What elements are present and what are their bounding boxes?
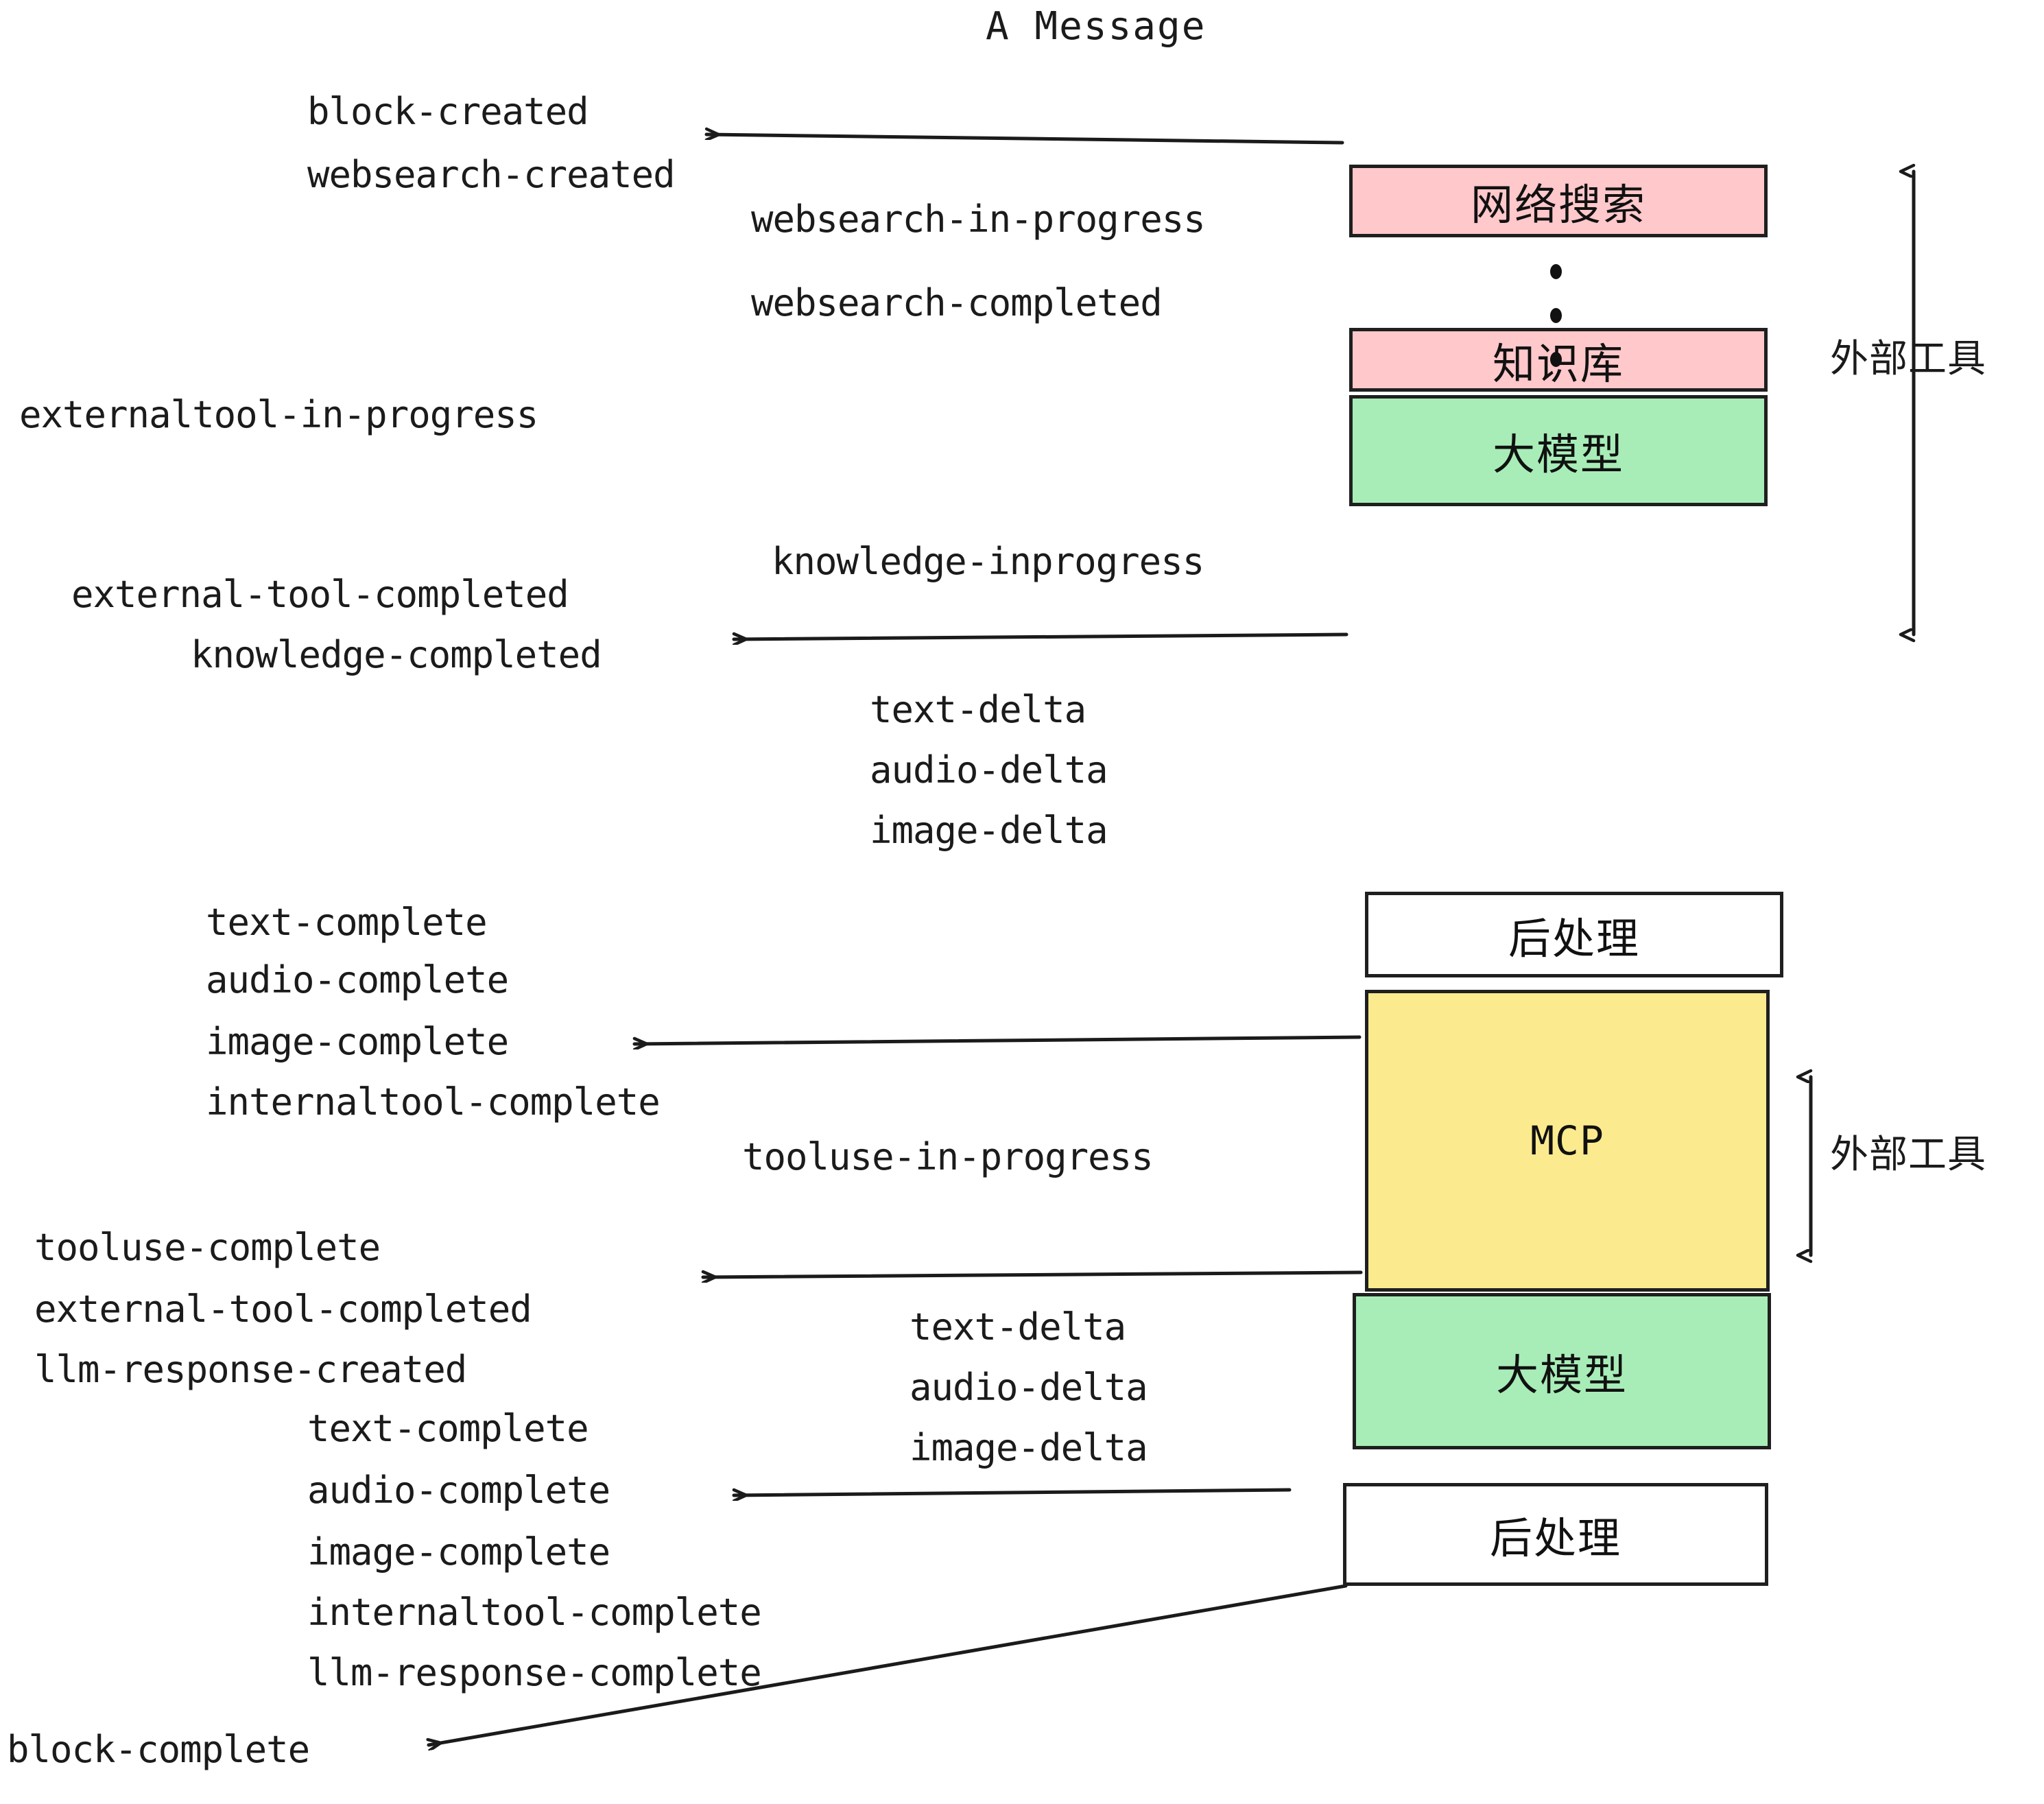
event-image-delta-2: image-delta (910, 1426, 1148, 1469)
external-tools-label-bottom: 外部工具 (1830, 1132, 1986, 1177)
node-knowledge-base[interactable]: 知识库 (1349, 328, 1768, 392)
event-knowledge-inprogress: knowledge-inprogress (772, 540, 1204, 583)
page-title: A Message (986, 4, 1207, 49)
event-external-tool-completed-2: external-tool-completed (34, 1287, 532, 1331)
event-text-delta-1: text-delta (870, 688, 1086, 731)
arrow-mcp-to-tooluse-complete (701, 1272, 1363, 1277)
event-image-complete-1: image-complete (206, 1020, 509, 1063)
event-audio-delta-1: audio-delta (870, 748, 1108, 792)
node-postprocess-second[interactable]: 后处理 (1343, 1483, 1768, 1586)
event-llm-response-complete: llm-response-complete (307, 1651, 762, 1694)
event-tooluse-complete: tooluse-complete (34, 1226, 381, 1269)
event-text-complete-2: text-complete (307, 1407, 589, 1450)
arrow-postproc1-to-image-complete (632, 1035, 1362, 1044)
event-internaltool-complete-2: internaltool-complete (307, 1591, 762, 1634)
node-llm-second[interactable]: 大模型 (1353, 1293, 1771, 1449)
event-block-created: block-created (307, 90, 589, 133)
vertical-ellipsis-icon (1549, 264, 1562, 367)
event-audio-complete-1: audio-complete (206, 958, 509, 1001)
external-tools-label-top: 外部工具 (1830, 337, 1986, 381)
node-llm-first[interactable]: 大模型 (1349, 395, 1768, 506)
event-text-delta-2: text-delta (910, 1305, 1126, 1349)
arrow-postproc2-to-block-complete (429, 1584, 1348, 1745)
event-image-complete-2: image-complete (307, 1530, 610, 1574)
node-websearch[interactable]: 网络搜索 (1349, 165, 1768, 237)
arrow-websearch-to-block-created (704, 134, 1344, 145)
event-knowledge-completed: knowledge-completed (191, 633, 602, 676)
event-websearch-completed: websearch-completed (751, 281, 1163, 324)
event-tooluse-in-progress: tooluse-in-progress (742, 1135, 1154, 1178)
arrow-llm2-to-audio-complete (732, 1488, 1292, 1495)
event-llm-response-created: llm-response-created (34, 1348, 467, 1391)
event-audio-delta-2: audio-delta (910, 1366, 1148, 1409)
event-text-complete-1: text-complete (206, 901, 488, 944)
event-websearch-created: websearch-created (307, 153, 676, 196)
event-external-tool-completed-1: external-tool-completed (71, 573, 569, 616)
node-postprocess-first[interactable]: 后处理 (1365, 892, 1783, 977)
event-externaltool-in-progress: externaltool-in-progress (19, 393, 538, 436)
arrow-knowledge-to-knowledge-completed (732, 634, 1348, 639)
event-audio-complete-2: audio-complete (307, 1469, 610, 1512)
event-image-delta-1: image-delta (870, 809, 1108, 852)
node-mcp[interactable]: MCP (1365, 990, 1770, 1292)
event-block-complete: block-complete (7, 1728, 310, 1771)
event-websearch-in-progress: websearch-in-progress (751, 198, 1206, 241)
event-internaltool-complete-1: internaltool-complete (206, 1080, 661, 1124)
